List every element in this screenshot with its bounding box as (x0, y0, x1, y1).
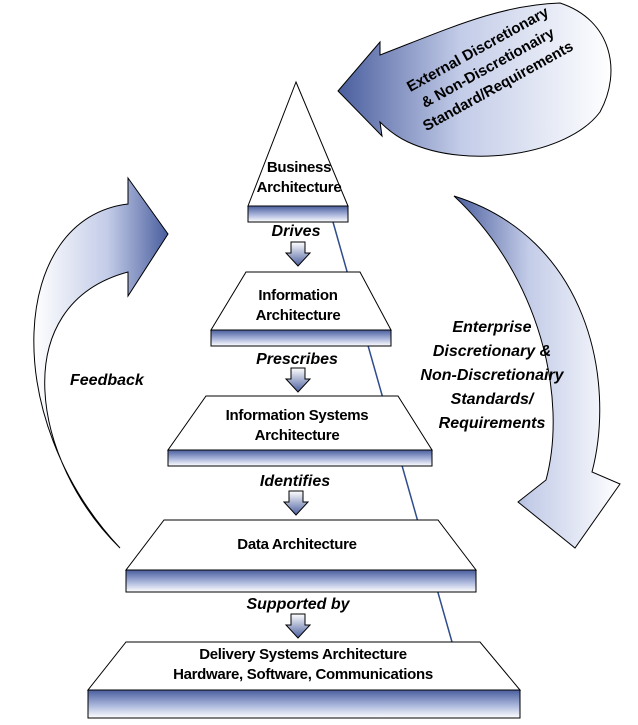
down-arrow-icon (282, 490, 310, 516)
information-architecture-band (210, 329, 392, 347)
data-architecture-label: Data Architecture (237, 535, 357, 555)
feedback-label: Feedback (70, 372, 144, 389)
enterprise-standards-line: Discretionary & (432, 343, 552, 360)
tier-label-line: Business (266, 159, 332, 176)
feedback-arrow (33, 176, 169, 549)
enterprise-standards-line: Requirements (438, 415, 546, 432)
tier-label-line: Delivery Systems Architecture (199, 646, 407, 663)
external-standards-callout (337, 2, 612, 157)
connector-supported-by: Supported by (246, 596, 350, 613)
enterprise-standards-line: Non-Discretionairy (420, 367, 564, 384)
delivery-systems-architecture-label: Delivery Systems Architecture Hardware, … (173, 645, 433, 685)
down-arrow-icon (284, 613, 312, 639)
information-architecture-label: Information Architecture (256, 286, 341, 326)
connector-identifies: Identifies (259, 473, 331, 490)
down-arrow-icon (284, 367, 312, 393)
enterprise-standards-label: Enterprise Discretionary & Non-Discretio… (420, 316, 563, 436)
information-systems-architecture-band (167, 449, 433, 467)
business-architecture-band (247, 205, 349, 223)
tier-label-line: Information Systems (225, 407, 369, 424)
tier-label-line: Architecture (256, 179, 342, 196)
connector-prescribes: Prescribes (256, 351, 338, 368)
tier-label-line: Information (258, 287, 338, 304)
enterprise-standards-line: Enterprise (452, 319, 532, 336)
information-systems-architecture-label: Information Systems Architecture (226, 406, 369, 446)
enterprise-standards-arrow (453, 195, 621, 549)
down-arrow-icon (284, 241, 312, 267)
enterprise-standards-line: Standards/ (450, 391, 534, 408)
tier-label-line: Architecture (255, 307, 341, 324)
data-architecture-band (125, 569, 477, 593)
delivery-systems-architecture-band (87, 689, 521, 719)
tier-label-line: Hardware, Software, Communications (173, 666, 433, 683)
connector-drives: Drives (271, 223, 321, 240)
tier-label-line: Architecture (254, 427, 340, 444)
tier-label-line: Data Architecture (237, 536, 357, 553)
business-architecture-label: Business Architecture (257, 158, 342, 198)
